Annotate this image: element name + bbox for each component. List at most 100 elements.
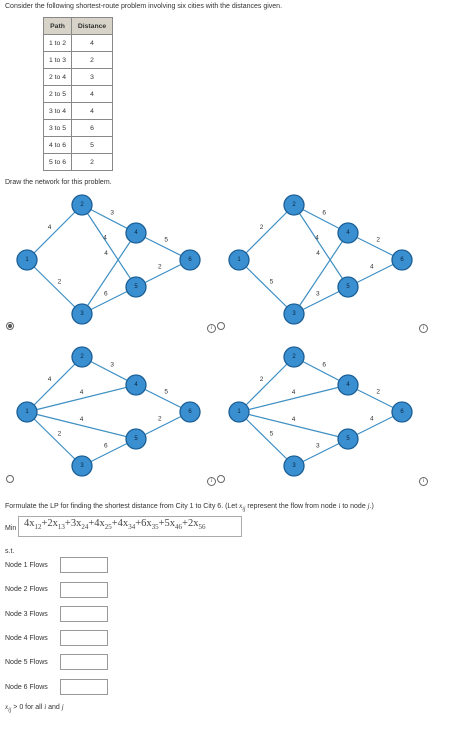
edge-1-4 [238, 384, 349, 413]
edge-weight-4-6: 5 [164, 237, 168, 244]
node-4-label: 4 [134, 230, 138, 236]
node-3 [283, 455, 305, 477]
table-header-distance: Distance [71, 17, 113, 35]
objective-sub: 24 [81, 523, 89, 532]
node-2 [71, 194, 93, 216]
objective-box[interactable] [18, 516, 242, 537]
edge-1-5 [238, 411, 349, 440]
node-3-label: 3 [80, 463, 84, 469]
objective-sub: 34 [128, 523, 136, 532]
objective-coef: +6x [135, 518, 152, 529]
objective-coef: +3x [64, 518, 82, 529]
min-label: Min [5, 525, 17, 532]
node-1-label: 1 [25, 409, 29, 415]
node-5-label: 5 [134, 284, 138, 290]
distance-cell: 2 [71, 153, 113, 171]
node-1 [228, 249, 250, 271]
node-6-flows-label: Node 6 Flows [5, 684, 48, 691]
node-2-label: 2 [292, 202, 296, 208]
edge-weight-3-5: 6 [104, 291, 108, 298]
node-4-flows-input[interactable] [60, 630, 108, 646]
node-6 [179, 249, 201, 271]
edge-weight-1-3: 5 [270, 279, 274, 286]
node-2-flows-input[interactable] [60, 582, 108, 598]
node-4-label: 4 [134, 382, 138, 388]
edge-weight-1-2: 4 [48, 376, 52, 383]
node-3 [71, 303, 93, 325]
nonneg-and: and [46, 704, 62, 711]
formulate-instructions: Formulate the LP for finding the shortes… [5, 502, 374, 512]
node-1-flows-input[interactable] [60, 557, 108, 573]
network-option-3-radio[interactable] [6, 475, 14, 483]
distance-cell: 4 [71, 34, 113, 52]
edge-weight-1-4: 4 [80, 389, 84, 396]
edge-2-5 [81, 204, 137, 288]
objective-term: 4x12 [24, 518, 42, 531]
formulate-end: .) [369, 503, 374, 510]
formulate-j: j [367, 502, 370, 510]
network-option-1-radio[interactable] [6, 322, 14, 330]
distance-cell: 3 [71, 68, 113, 86]
objective-sub: 56 [198, 523, 206, 532]
node-3 [71, 455, 93, 477]
edge-weight-1-2: 4 [48, 224, 52, 231]
edge-1-2 [238, 356, 295, 413]
draw-prompt: Draw the network for this problem. [5, 179, 112, 186]
network-option-4-radio[interactable] [217, 475, 225, 483]
network-option-2-radio[interactable] [217, 322, 225, 330]
formulate-prefix: Formulate the LP for finding the shortes… [5, 503, 240, 510]
path-cell: 1 to 2 [43, 34, 72, 52]
node-2-label: 2 [80, 354, 84, 360]
node-6-flows-input[interactable] [60, 679, 108, 695]
node-2 [283, 346, 305, 368]
node-1-label: 1 [237, 409, 241, 415]
edge-1-3 [26, 259, 83, 315]
edge-weight-2-4: 6 [322, 361, 326, 368]
node-5-flows-input[interactable] [60, 654, 108, 670]
objective-term: +2x56 [182, 518, 206, 532]
node-4-flows-label: Node 4 Flows [5, 635, 48, 642]
node-1-label: 1 [237, 257, 241, 263]
node-4-label: 4 [346, 230, 350, 236]
formulate-var: x [239, 502, 243, 510]
node-5-flows-label: Node 5 Flows [5, 659, 48, 666]
edge-weight-1-3: 5 [270, 431, 274, 438]
table-header-path: Path [43, 17, 72, 35]
node-2-flows-label: Node 2 Flows [5, 586, 48, 593]
edge-1-3 [238, 411, 295, 467]
distance-cell: 6 [71, 119, 113, 137]
edge-3-4 [81, 232, 137, 315]
objective-term: +6x35 [135, 518, 158, 531]
info-icon[interactable]: i [419, 324, 428, 333]
edge-weight-2-4: 3 [110, 361, 114, 368]
node-6 [391, 249, 413, 271]
edge-weight-1-3: 2 [58, 279, 62, 286]
edge-weight-3-5: 3 [316, 443, 320, 450]
path-cell: 3 to 4 [43, 102, 72, 120]
info-icon[interactable]: i [419, 477, 428, 486]
objective-function: 4x12+2x13+3x24+4x25+4x34+6x35+5x46+2x56 [24, 518, 205, 531]
nonneg-sub: ij [8, 707, 12, 714]
info-icon[interactable]: i [207, 477, 216, 486]
info-icon[interactable]: i [207, 324, 216, 333]
edge-1-2 [238, 204, 295, 261]
node-3-flows-input[interactable] [60, 606, 108, 622]
objective-sub: 13 [57, 523, 65, 532]
objective-term: +4x25 [88, 518, 112, 532]
edge-1-4 [26, 384, 137, 413]
node-6 [391, 401, 413, 423]
node-5-label: 5 [134, 436, 138, 442]
path-cell: 2 to 5 [43, 85, 72, 103]
path-cell: 4 to 6 [43, 136, 72, 154]
edge-weight-1-5: 4 [292, 416, 296, 423]
node-2-label: 2 [80, 202, 84, 208]
objective-coef: +4x [111, 518, 129, 529]
objective-sub: 25 [104, 523, 112, 532]
node-6-label: 6 [188, 409, 192, 415]
edge-weight-2-4: 6 [322, 209, 326, 216]
